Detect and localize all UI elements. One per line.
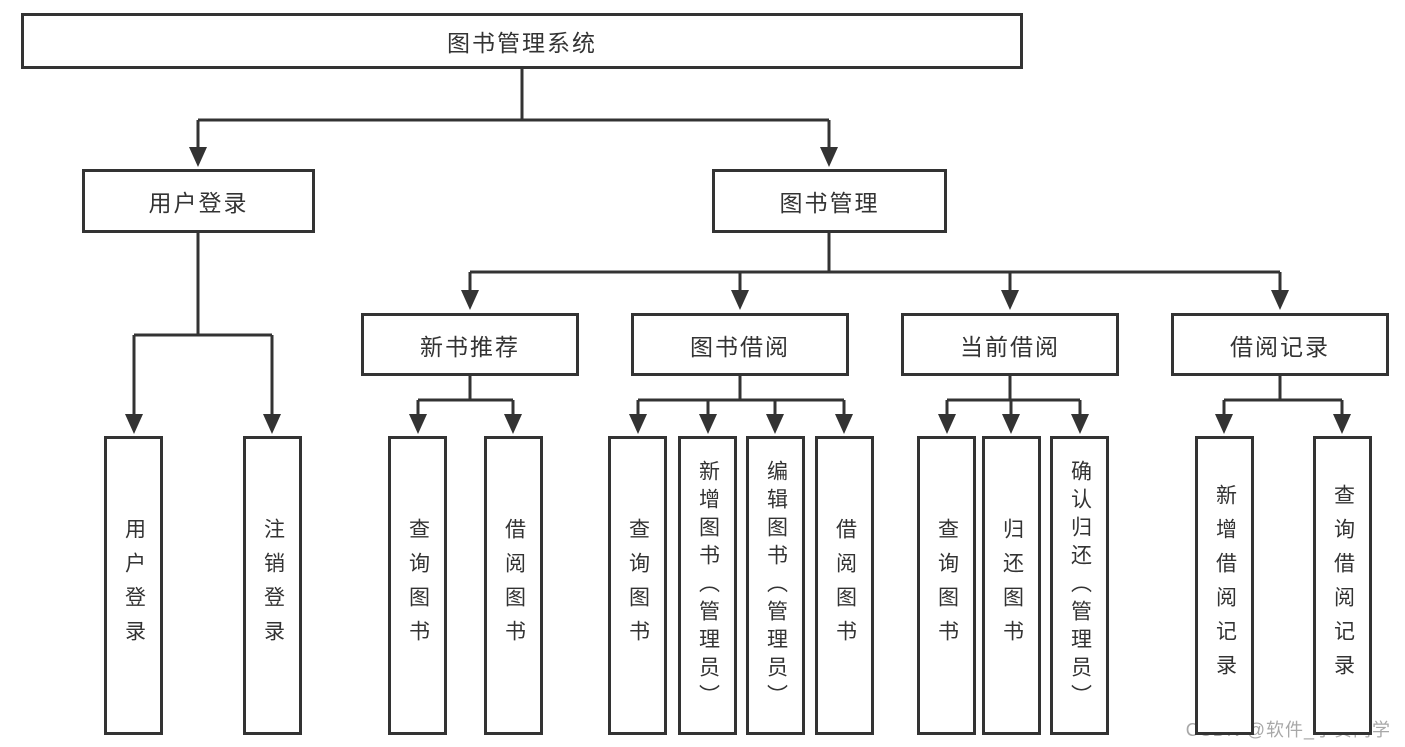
node-leaf-return-book: 归还图书 — [982, 436, 1041, 735]
node-leaf-user-login: 用户登录 — [104, 436, 163, 735]
node-leaf-confirm-return-admin: 确认归还（管理员） — [1050, 436, 1109, 735]
leaf-label: 借阅图书 — [502, 517, 526, 654]
node-current-borrowing: 当前借阅 — [901, 313, 1119, 376]
node-leaf-query-books-current: 查询图书 — [917, 436, 976, 735]
node-leaf-query-borrow-record: 查询借阅记录 — [1313, 436, 1372, 735]
node-leaf-query-books-borrow: 查询图书 — [608, 436, 667, 735]
node-user-login: 用户登录 — [82, 169, 315, 233]
leaf-label: 编辑图书（管理员） — [764, 459, 788, 712]
leaf-label: 查询图书 — [626, 517, 650, 654]
leaf-label: 借阅图书 — [833, 517, 857, 654]
leaf-label: 查询图书 — [935, 517, 959, 654]
node-leaf-edit-book-admin: 编辑图书（管理员） — [746, 436, 805, 735]
node-leaf-logout: 注销登录 — [243, 436, 302, 735]
leaf-label: 新增借阅记录 — [1213, 483, 1237, 688]
node-borrowing-records: 借阅记录 — [1171, 313, 1389, 376]
node-leaf-add-book-admin: 新增图书（管理员） — [678, 436, 737, 735]
node-leaf-borrow-books-recommend: 借阅图书 — [484, 436, 543, 735]
leaf-label: 查询借阅记录 — [1331, 483, 1355, 688]
node-new-book-recommendation: 新书推荐 — [361, 313, 579, 376]
node-leaf-add-borrow-record: 新增借阅记录 — [1195, 436, 1254, 735]
leaf-label: 归还图书 — [1000, 517, 1024, 654]
leaf-label: 用户登录 — [122, 517, 146, 654]
node-book-borrowing: 图书借阅 — [631, 313, 849, 376]
leaf-label: 新增图书（管理员） — [696, 459, 720, 712]
node-library-management-system: 图书管理系统 — [21, 13, 1023, 69]
leaf-label: 确认归还（管理员） — [1068, 459, 1092, 712]
node-book-management: 图书管理 — [712, 169, 947, 233]
node-leaf-borrow-books-borrow: 借阅图书 — [815, 436, 874, 735]
node-leaf-query-books-recommend: 查询图书 — [388, 436, 447, 735]
leaf-label: 注销登录 — [261, 517, 285, 654]
leaf-label: 查询图书 — [406, 517, 430, 654]
